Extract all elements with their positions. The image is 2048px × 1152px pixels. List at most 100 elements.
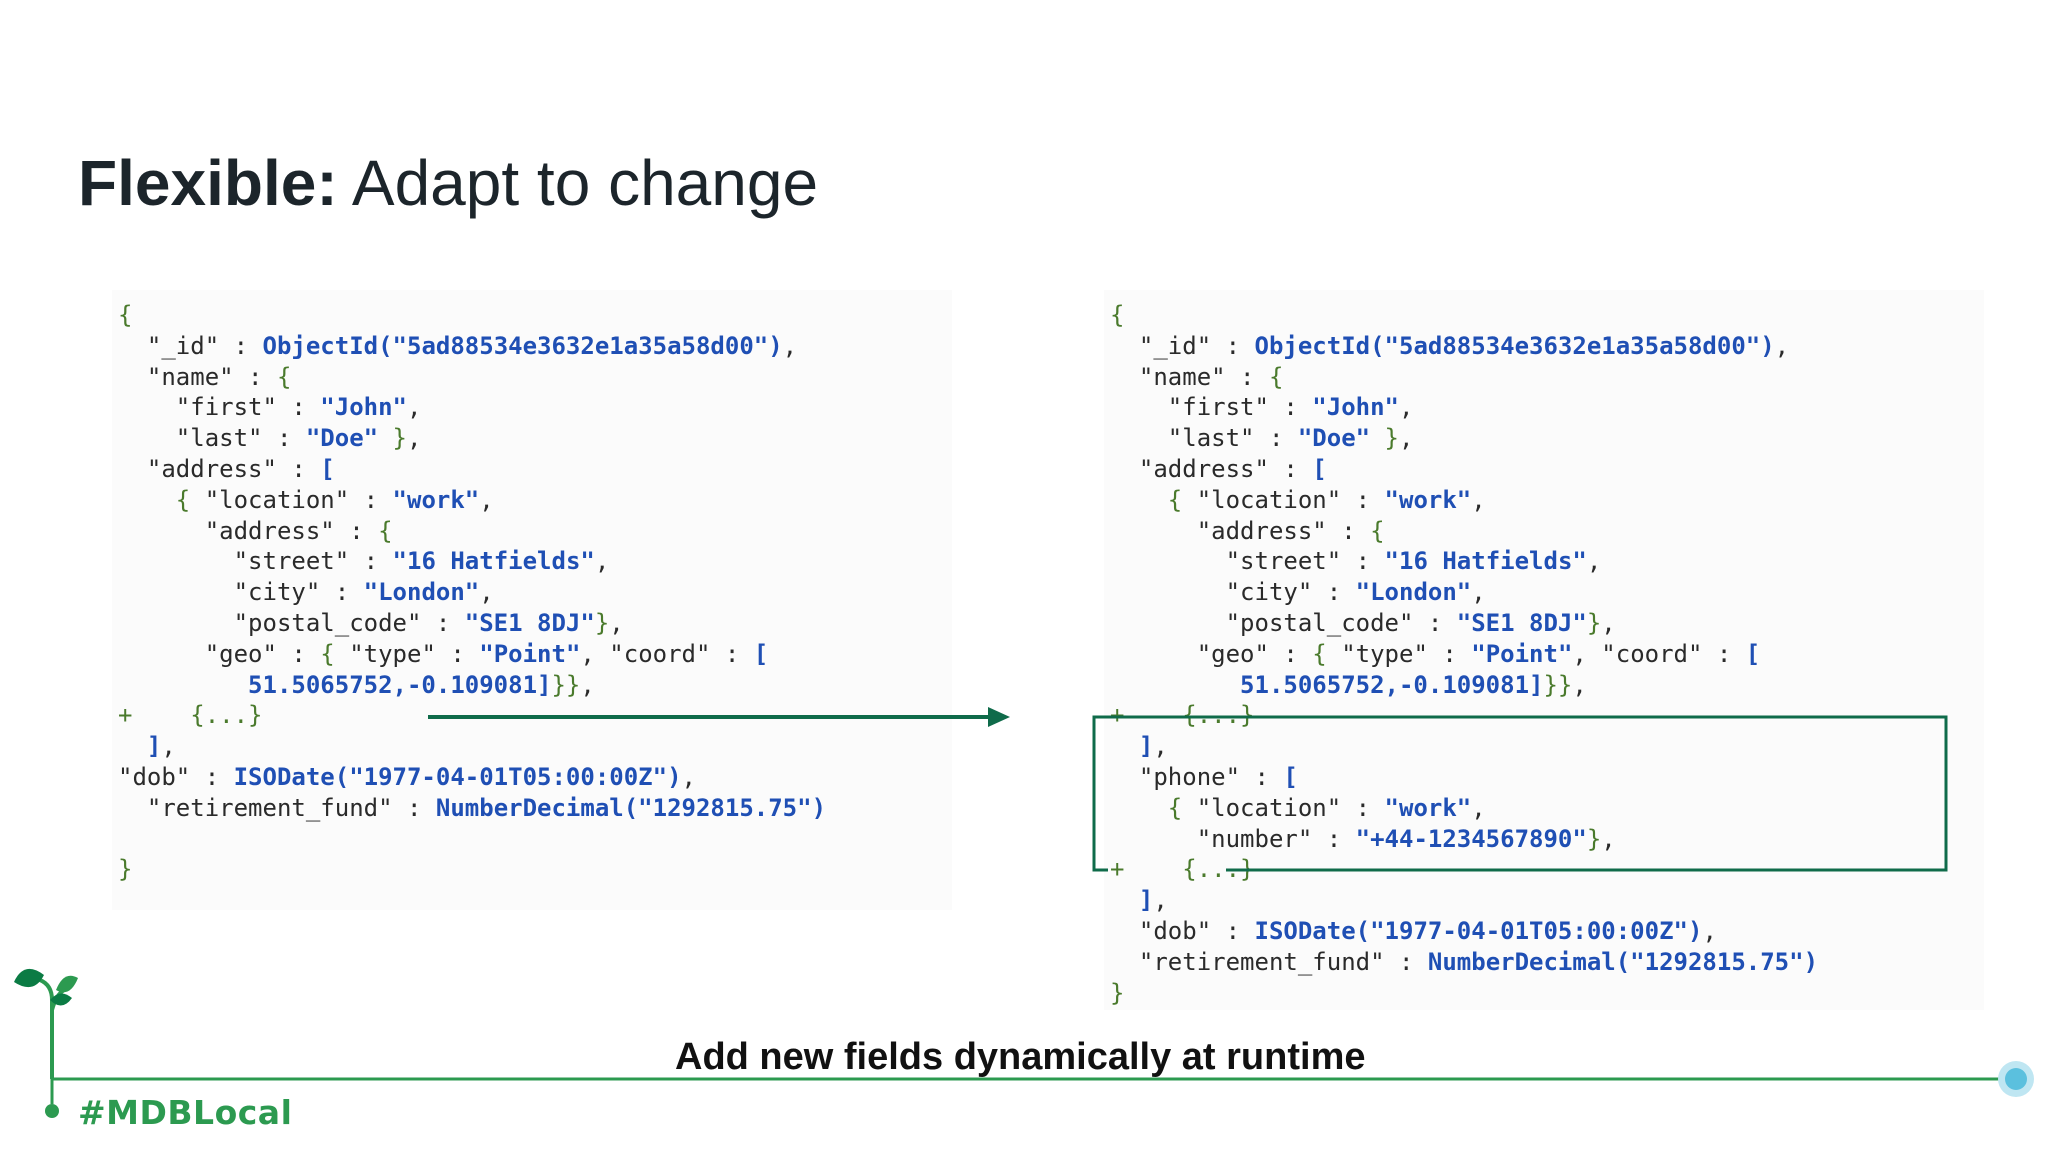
code-block-original: { "_id" : ObjectId("5ad88534e3632e1a35a5… — [112, 290, 952, 910]
code-token: , — [407, 424, 422, 453]
code-token: 51.5065752,-0.109081] — [118, 670, 552, 699]
code-token: } — [1110, 978, 1125, 1007]
code-line: ], — [118, 731, 176, 761]
code-token: [ — [1745, 639, 1761, 668]
code-line: "postal_code" : "SE1 8DJ"}, — [1110, 608, 1616, 638]
code-line: { "location" : "work", — [1110, 485, 1486, 515]
code-token: , — [1399, 393, 1414, 422]
code-token: , "coord" : — [1572, 639, 1746, 668]
code-token: "address" : — [118, 516, 379, 545]
code-line: { "location" : "work", — [1110, 793, 1486, 823]
code-token: , — [1774, 331, 1790, 360]
slide-caption: Add new fields dynamically at runtime — [675, 1036, 1366, 1078]
code-token: "SE1 8DJ" — [464, 609, 595, 637]
code-token: "retirement_fund" : — [118, 793, 436, 822]
code-token: "work" — [1384, 485, 1472, 514]
code-line: "number" : "+44-1234567890"}, — [1110, 824, 1616, 854]
code-token: NumberDecimal("1292815.75") — [435, 793, 827, 822]
code-line: + {...} — [112, 700, 451, 732]
code-line: + {...} — [1104, 700, 1443, 732]
code-token: "John" — [320, 393, 407, 422]
code-token: "London" — [1355, 578, 1472, 607]
code-token: "first" : — [118, 393, 321, 422]
code-line: "phone" : [ — [1110, 762, 1298, 792]
code-token: "Doe" — [305, 424, 379, 453]
code-token: "John" — [1312, 393, 1399, 422]
code-line: 51.5065752,-0.109081]}}, — [1110, 670, 1587, 700]
code-token: {...} — [1138, 701, 1255, 730]
code-line: "_id" : ObjectId("5ad88534e3632e1a35a58d… — [118, 331, 797, 361]
code-token: NumberDecimal("1292815.75") — [1427, 947, 1819, 976]
code-token: "type" : — [1341, 639, 1472, 668]
code-token: , — [594, 547, 610, 576]
code-token: + — [118, 701, 147, 730]
code-token: "number" : — [1110, 824, 1356, 853]
code-token: [ — [320, 455, 335, 483]
code-token: , — [1601, 609, 1616, 637]
code-token: [ — [1312, 455, 1327, 483]
code-token: {...} — [146, 701, 263, 730]
code-token: } — [1586, 824, 1602, 853]
code-line: "first" : "John", — [1110, 392, 1414, 422]
code-token: "last" : — [1110, 424, 1298, 453]
code-token: , — [1153, 886, 1168, 915]
code-line: "name" : { — [118, 362, 292, 392]
code-token: ] — [118, 732, 162, 761]
code-token: , "coord" : — [580, 639, 754, 668]
code-token: , — [1153, 732, 1168, 761]
code-token: "location" : — [1196, 793, 1385, 822]
code-line: "last" : "Doe" }, — [1110, 423, 1414, 453]
code-token: "phone" : — [1110, 763, 1284, 791]
code-token: + — [1110, 701, 1139, 730]
code-line: } — [118, 854, 132, 884]
code-token: , — [681, 763, 696, 791]
code-line: } — [1110, 978, 1124, 1008]
code-token: , — [1471, 578, 1486, 607]
code-token: "name" : — [118, 362, 277, 391]
code-token: "address" : — [1110, 455, 1313, 483]
code-token: "city" : — [1110, 578, 1356, 607]
code-token: , — [609, 609, 624, 637]
code-line: "first" : "John", — [118, 392, 422, 422]
code-token: ISODate("1977-04-01T05:00:00Z") — [1254, 917, 1703, 945]
code-token: { — [320, 639, 350, 668]
code-token: "Doe" — [1297, 424, 1371, 453]
code-token: "address" : — [118, 455, 321, 483]
code-token: } — [118, 855, 133, 884]
code-token: { — [1370, 516, 1385, 545]
code-token: [ — [753, 639, 769, 668]
code-token: , — [1471, 793, 1486, 822]
code-token: "last" : — [118, 424, 306, 453]
code-token: "location" : — [1196, 485, 1385, 514]
code-token: ObjectId("5ad88534e3632e1a35a58d00") — [262, 331, 783, 360]
code-token: "London" — [363, 578, 480, 607]
code-line: "street" : "16 Hatfields", — [118, 546, 610, 576]
code-block-updated: { "_id" : ObjectId("5ad88534e3632e1a35a5… — [1104, 290, 1984, 1010]
code-token: [ — [1283, 763, 1298, 791]
code-token: , — [782, 331, 798, 360]
code-token: { — [118, 485, 205, 514]
code-token: { — [1110, 793, 1197, 822]
timeline-dot-icon — [1998, 1061, 2034, 1097]
code-line: "street" : "16 Hatfields", — [1110, 546, 1602, 576]
code-token: { — [1110, 485, 1197, 514]
code-line: "last" : "Doe" }, — [118, 423, 422, 453]
code-token: "Point" — [479, 639, 581, 668]
code-token: "16 Hatfields" — [392, 547, 595, 576]
code-line: "dob" : ISODate("1977-04-01T05:00:00Z"), — [1110, 916, 1717, 946]
code-line: 51.5065752,-0.109081]}}, — [118, 670, 595, 700]
code-line: ], — [1110, 731, 1168, 761]
code-token: } — [378, 424, 407, 453]
code-token: "name" : — [1110, 362, 1269, 391]
code-token: "postal_code" : — [1110, 609, 1457, 637]
code-token: "work" — [392, 485, 480, 514]
code-token: , — [580, 670, 595, 699]
code-token: "work" — [1384, 793, 1472, 822]
code-token: "city" : — [118, 578, 364, 607]
code-token: , — [1601, 824, 1616, 853]
code-token: "type" : — [349, 639, 480, 668]
code-token: { — [1312, 639, 1342, 668]
code-token: "SE1 8DJ" — [1456, 609, 1587, 637]
code-token: "retirement_fund" : — [1110, 947, 1428, 976]
code-line: "city" : "London", — [1110, 577, 1486, 607]
